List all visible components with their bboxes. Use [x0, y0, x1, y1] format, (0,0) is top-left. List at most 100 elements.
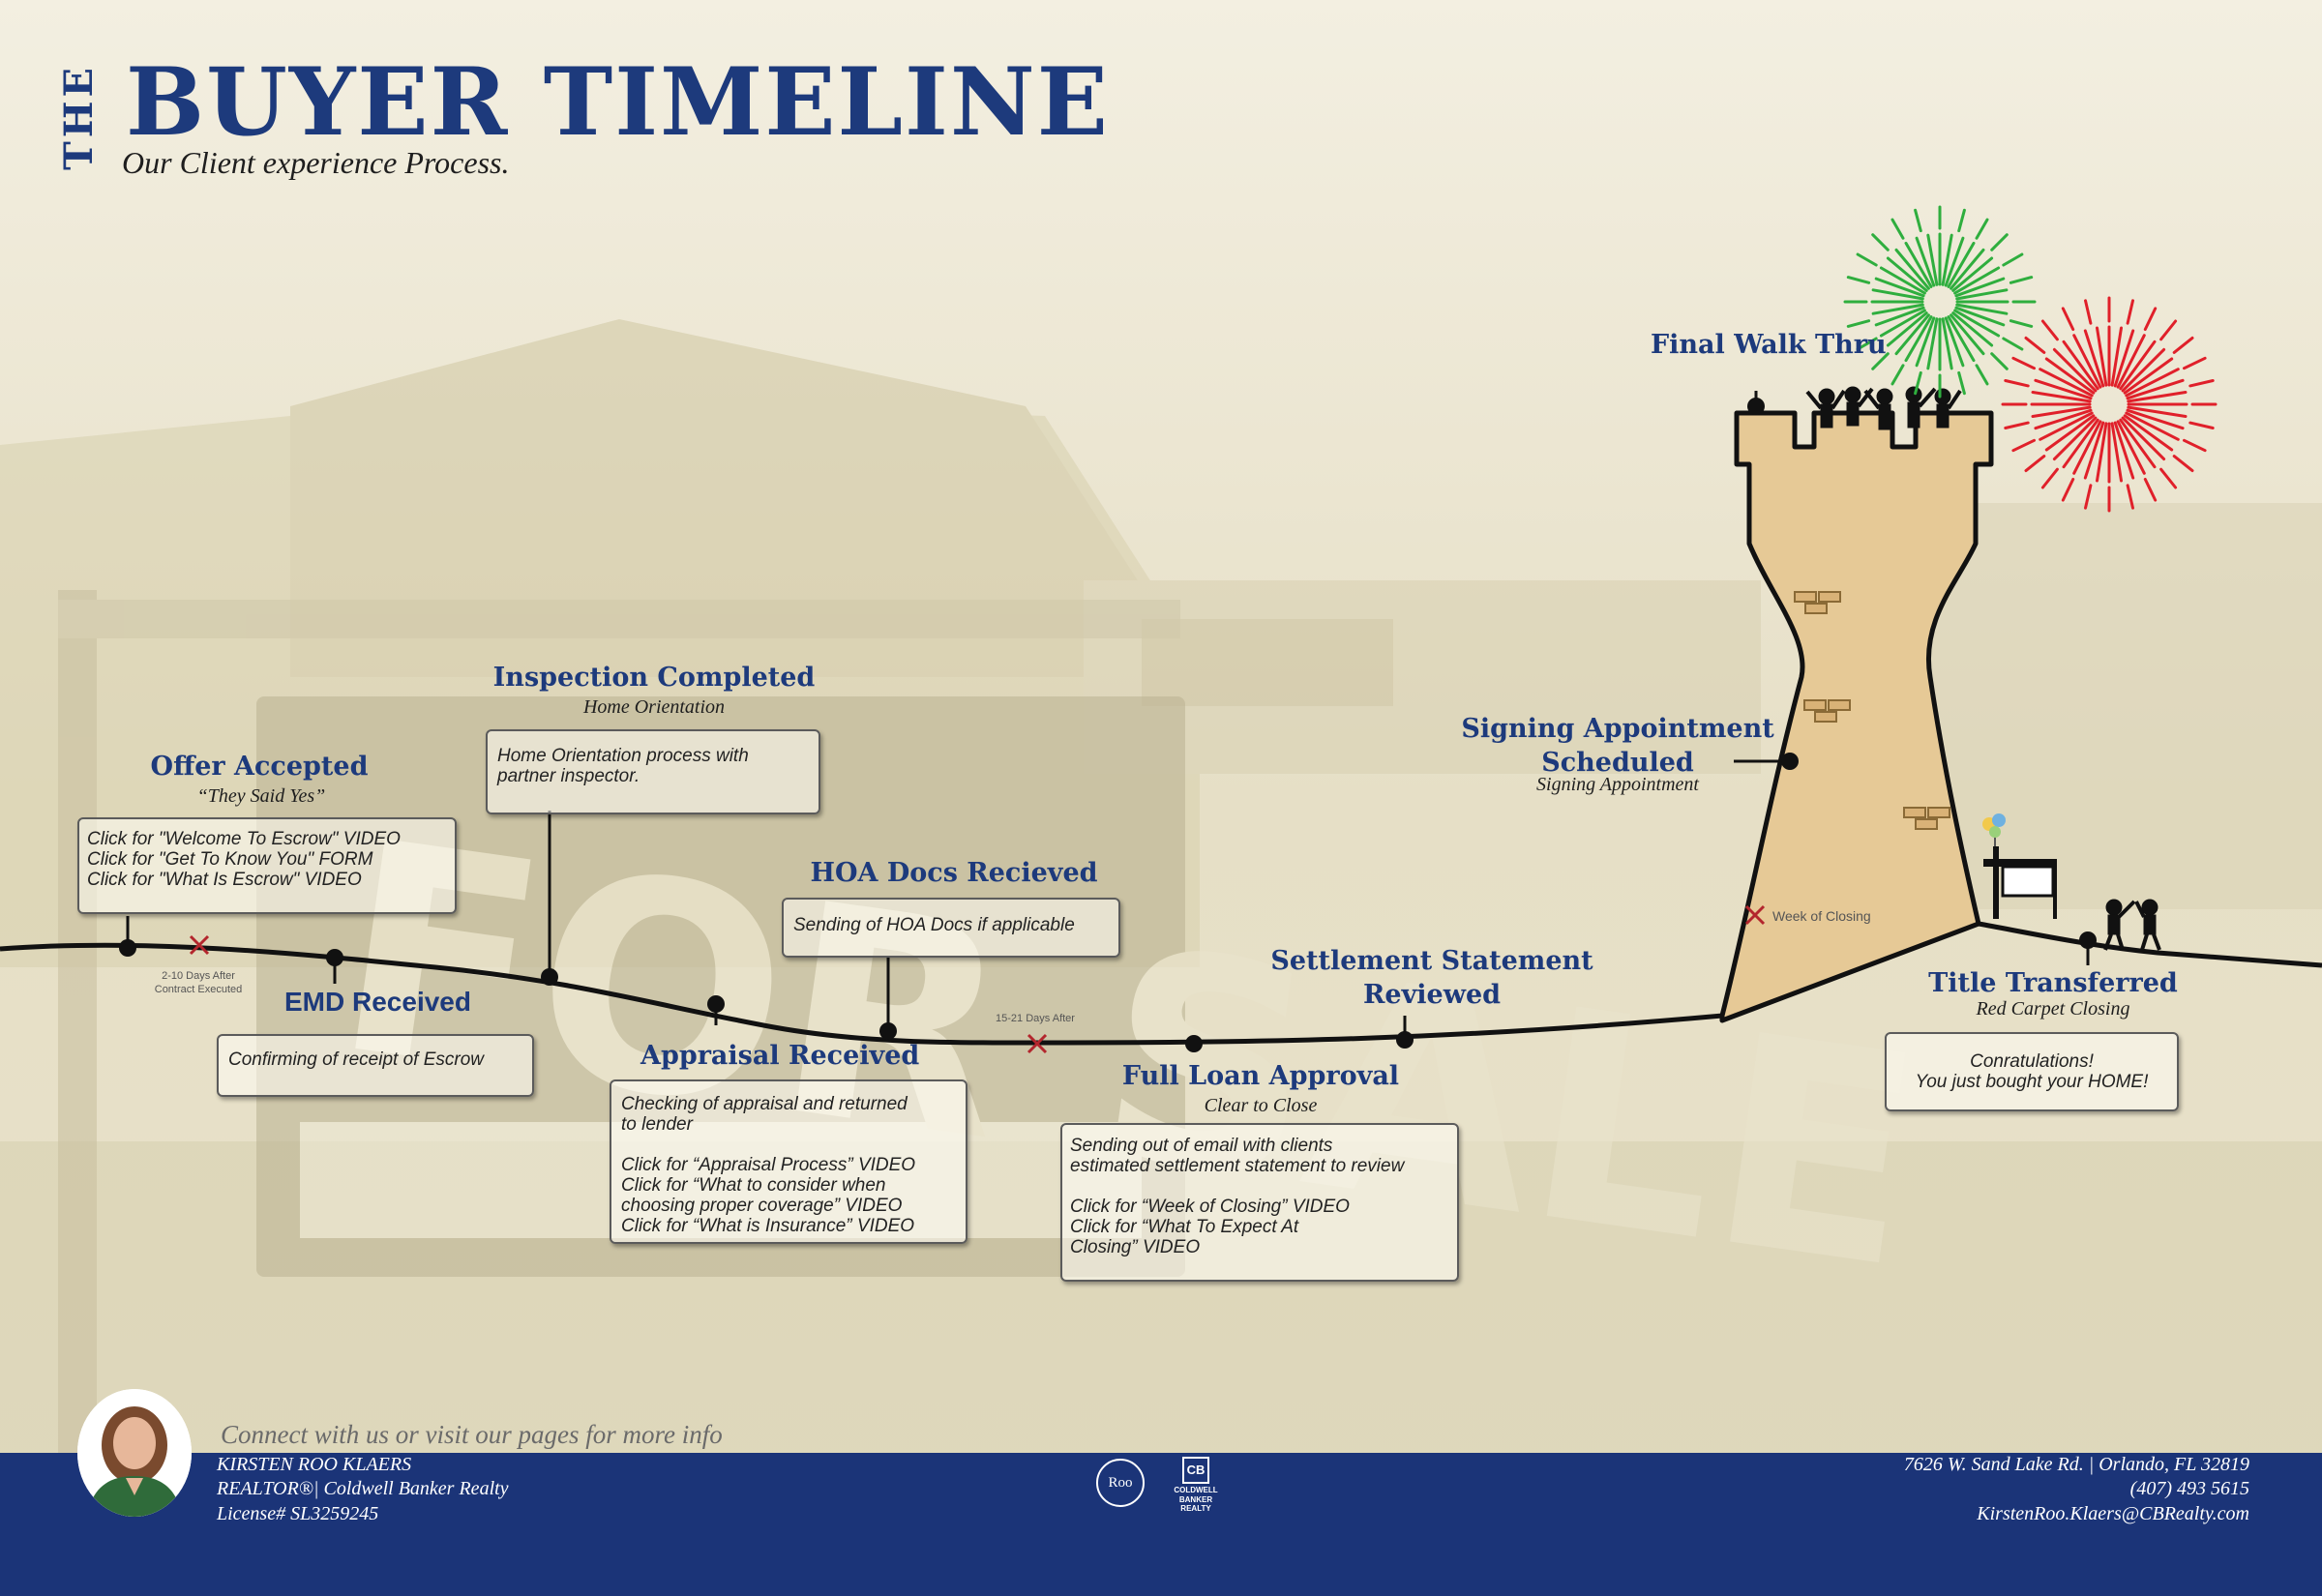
- firework-ray: [1947, 241, 1976, 288]
- timeline-dot: [707, 995, 725, 1013]
- firework-ray: [2002, 337, 2024, 351]
- firework-ray: [1890, 218, 1905, 240]
- high-five-icon: [2103, 899, 2161, 951]
- firework-ray: [1914, 370, 1922, 396]
- cb-text: COLDWELL BANKER REALTY: [1174, 1486, 1218, 1514]
- firework-ray: [1871, 288, 1924, 301]
- firework-ray: [2052, 347, 2098, 393]
- firework-ray: [2113, 329, 2135, 388]
- firework-ray: [2040, 319, 2059, 341]
- appraisal-received-box: Checking of appraisal and returned to le…: [610, 1079, 968, 1244]
- firework-ray: [2126, 484, 2134, 510]
- firework-ray: [2044, 357, 2096, 395]
- video-link[interactable]: Click for “Week of Closing” VIDEO: [1070, 1197, 1350, 1217]
- firework-ray: [2004, 379, 2030, 388]
- final-walk-thru-title: Final Walk Thru: [1651, 330, 1887, 360]
- firework-ray: [2172, 455, 2194, 473]
- video-link[interactable]: Click for “What is Insurance” VIDEO: [621, 1216, 915, 1236]
- firework-icon: [1843, 205, 2037, 399]
- agent-license: License# SL3259245: [217, 1502, 379, 1524]
- timeline-dots: [119, 398, 2097, 1052]
- firework-ray: [1914, 208, 1922, 233]
- firework-ray: [1856, 337, 1878, 351]
- timeline-dot: [879, 1022, 897, 1040]
- firework-ray: [1955, 288, 2009, 301]
- full-loan-approval-title: Full Loan Approval: [1121, 1061, 1400, 1091]
- video-link[interactable]: Click for "Welcome To Escrow" VIDEO: [87, 829, 401, 849]
- firework-ray: [2119, 418, 2157, 469]
- firework-ray: [2039, 411, 2094, 441]
- coldwell-banker-logo[interactable]: CB COLDWELL BANKER REALTY: [1167, 1457, 1225, 1514]
- firework-ray: [1975, 218, 1989, 240]
- firework-ray: [1886, 311, 1928, 347]
- firework-ray: [2044, 414, 2096, 452]
- firework-ray: [1990, 352, 2009, 370]
- brick-icon: [1794, 591, 1950, 830]
- firework-ray: [2002, 252, 2024, 267]
- x-marker-icon: [1744, 904, 1766, 926]
- firework-ray: [2072, 420, 2102, 475]
- firework-ray: [1990, 233, 2009, 251]
- firework-ray: [2121, 416, 2166, 461]
- firework-ray: [2011, 356, 2036, 370]
- address-text: 7626 W. Sand Lake Rd. | Orlando, FL 3281…: [1903, 1454, 2249, 1475]
- firework-ray: [2110, 326, 2123, 387]
- firework-ray: [2116, 334, 2146, 389]
- firework-ray: [2011, 438, 2036, 453]
- agent-title: REALTOR®| Coldwell Banker Realty: [217, 1478, 509, 1500]
- title-the: THE: [56, 63, 102, 170]
- days-note-15-21: 15-21 Days After: [996, 1013, 1075, 1024]
- firework-ray: [2034, 408, 2093, 430]
- firework-ray: [2127, 391, 2188, 403]
- firework-ray: [1926, 317, 1939, 370]
- firework-ray: [2062, 340, 2099, 391]
- video-link[interactable]: Closing” VIDEO: [1070, 1237, 1201, 1257]
- title-transferred-box: Conratulations! You just bought your HOM…: [1885, 1032, 2179, 1111]
- firework-ray: [2125, 368, 2180, 398]
- video-link[interactable]: Click for “Appraisal Process” VIDEO: [621, 1155, 916, 1175]
- firework-ray: [2084, 299, 2093, 325]
- firework-ray: [1941, 317, 1953, 370]
- firework-ray: [2009, 319, 2034, 328]
- hoa-docs-title: HOA Docs Recieved: [810, 858, 1098, 888]
- firework-ray: [2072, 334, 2102, 389]
- hoa-docs-box: Sending of HOA Docs if applicable: [782, 898, 1120, 958]
- firework-ray: [2126, 408, 2185, 430]
- signing-appointment-title: Signing Appointment Scheduled: [1461, 714, 1774, 779]
- firework-ray: [1947, 315, 1976, 363]
- firework-ray: [2125, 411, 2180, 441]
- video-link[interactable]: Click for “What To Expect At: [1070, 1217, 1299, 1237]
- firework-ray: [2183, 356, 2207, 370]
- firework-ray: [1894, 248, 1930, 290]
- firework-ray: [1957, 208, 1966, 233]
- phone-link[interactable]: (407) 493 5615: [2129, 1478, 2249, 1500]
- firework-ray: [2004, 421, 2030, 429]
- signing-appointment-subtitle: Signing Appointment: [1536, 774, 1699, 795]
- offer-accepted-title: Offer Accepted: [150, 752, 369, 782]
- firework-ray: [2039, 368, 2094, 398]
- firework-ray: [2127, 405, 2188, 418]
- offer-accepted-box: Click for "Welcome To Escrow" VIDEO Clic…: [77, 817, 457, 914]
- video-link[interactable]: Click for “What to consider when: [621, 1175, 886, 1196]
- form-link[interactable]: Click for "Get To Know You" FORM: [87, 849, 373, 870]
- inspection-completed-title: Inspection Completed: [492, 663, 816, 693]
- firework-ray: [1871, 303, 1924, 315]
- video-link[interactable]: choosing proper coverage” VIDEO: [621, 1196, 903, 1216]
- firework-ray: [2083, 421, 2105, 480]
- appraisal-received-title: Appraisal Received: [640, 1041, 920, 1071]
- firework-ray: [1871, 352, 1890, 370]
- firework-ray: [1915, 316, 1936, 368]
- firework-ray: [2034, 378, 2093, 400]
- firework-ray: [1950, 313, 1985, 356]
- email-link[interactable]: KirstenRoo.Klaers@CBRealty.com: [1977, 1502, 2249, 1524]
- video-link[interactable]: Click for "What Is Escrow" VIDEO: [87, 870, 362, 890]
- timeline-dot: [1185, 1035, 1203, 1052]
- avatar: [77, 1389, 192, 1517]
- firework-ray: [1871, 233, 1890, 251]
- firework-ray: [1846, 319, 1871, 328]
- roo-logo[interactable]: Roo: [1096, 1459, 1145, 1507]
- firework-ray: [1904, 315, 1933, 363]
- days-note-2-10: 2-10 Days After Contract Executed: [154, 970, 243, 996]
